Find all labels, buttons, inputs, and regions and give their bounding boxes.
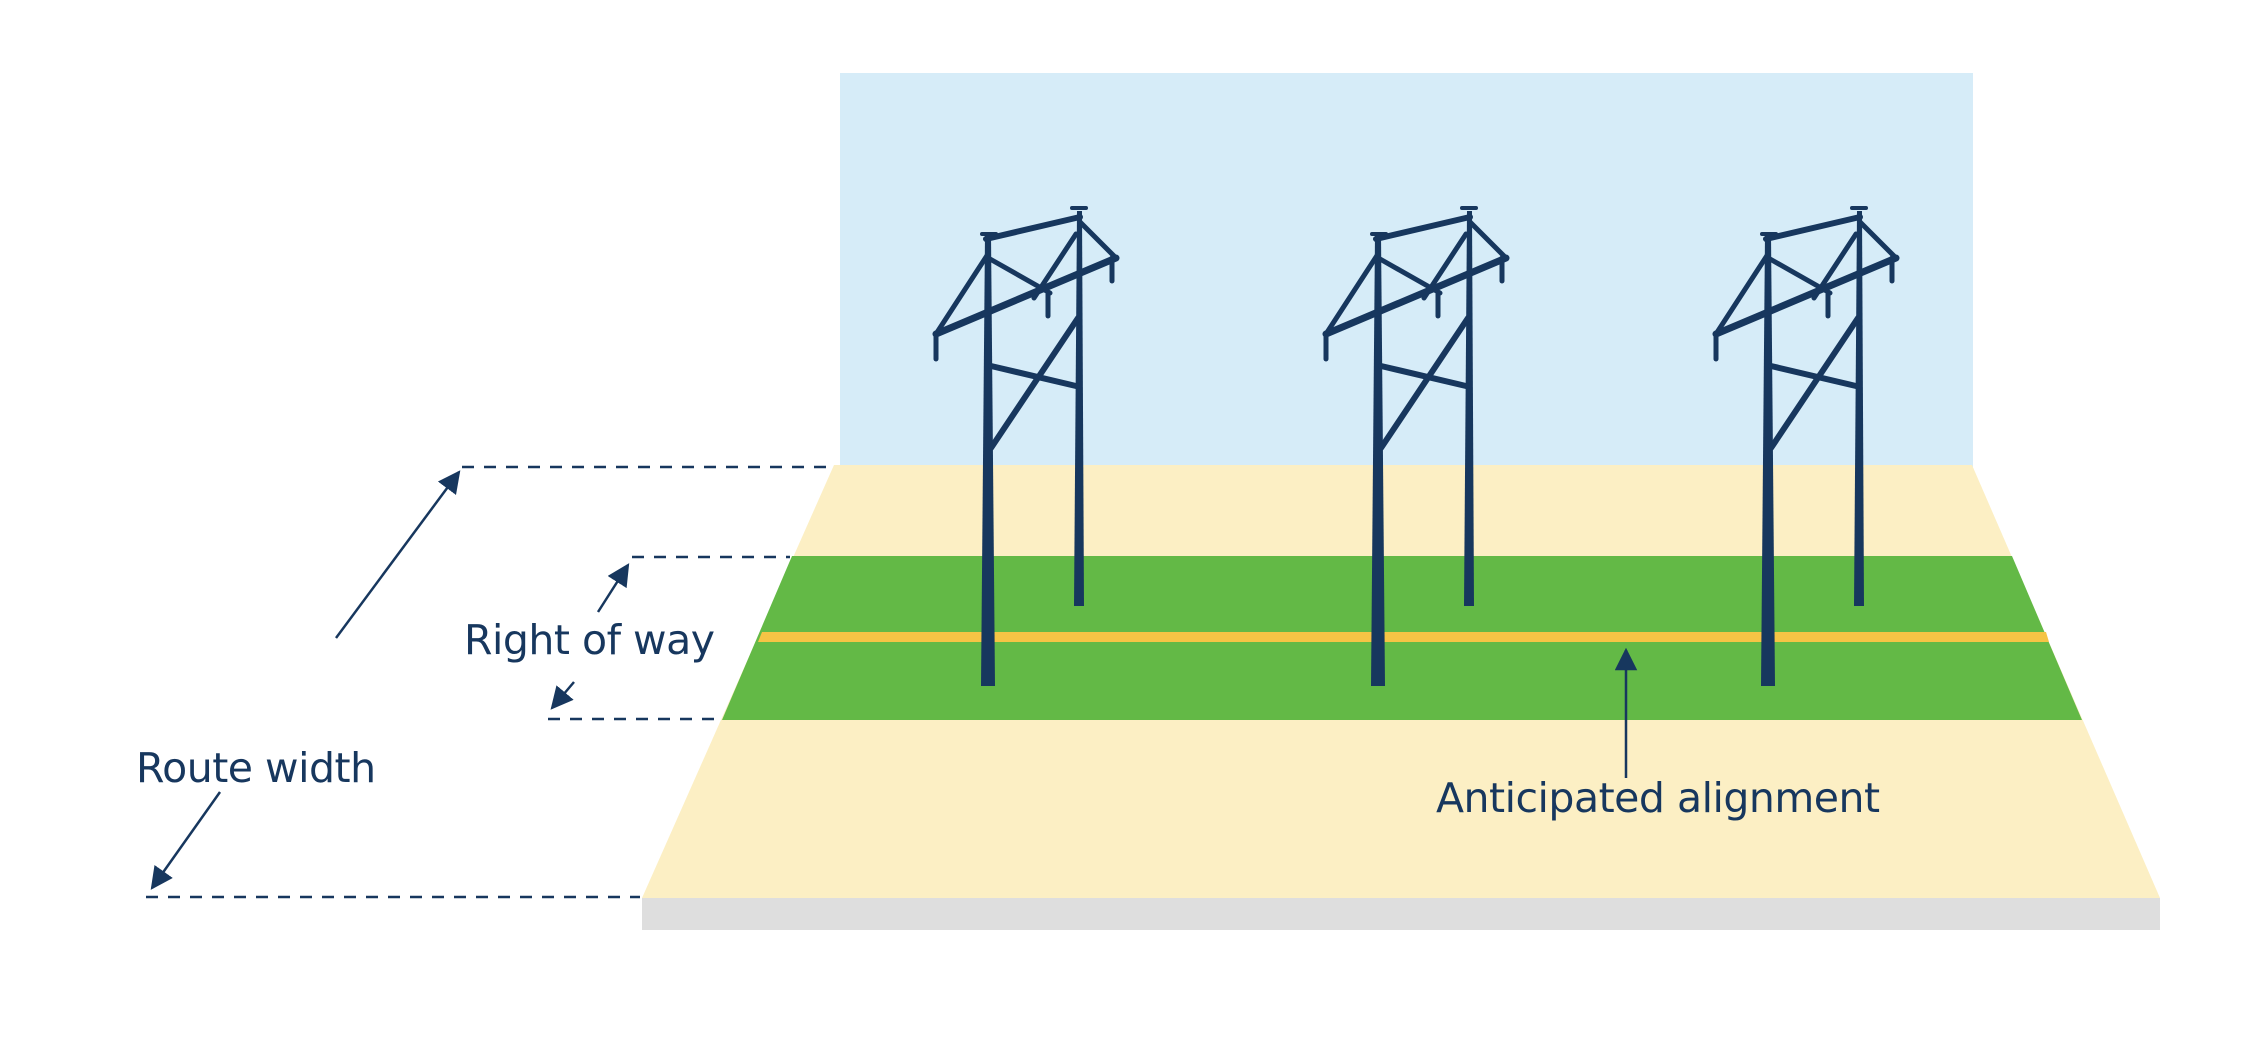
route-width-label: Route width xyxy=(136,744,376,792)
right-of-way-arrow-upper xyxy=(596,563,630,613)
dimension-arrows xyxy=(150,470,1638,890)
route-width-arrow-lower xyxy=(150,791,222,890)
ground-base-edge xyxy=(642,898,2160,930)
sky-backdrop xyxy=(840,73,1973,468)
anticipated-alignment-line xyxy=(758,632,2049,642)
right-of-way-arrow-lower xyxy=(550,681,575,710)
dashed-guides xyxy=(146,465,832,899)
right-of-way-label: Right of way xyxy=(464,616,715,664)
route-width-arrow-upper xyxy=(334,470,461,639)
anticipated-alignment-label: Anticipated alignment xyxy=(1436,774,1880,822)
